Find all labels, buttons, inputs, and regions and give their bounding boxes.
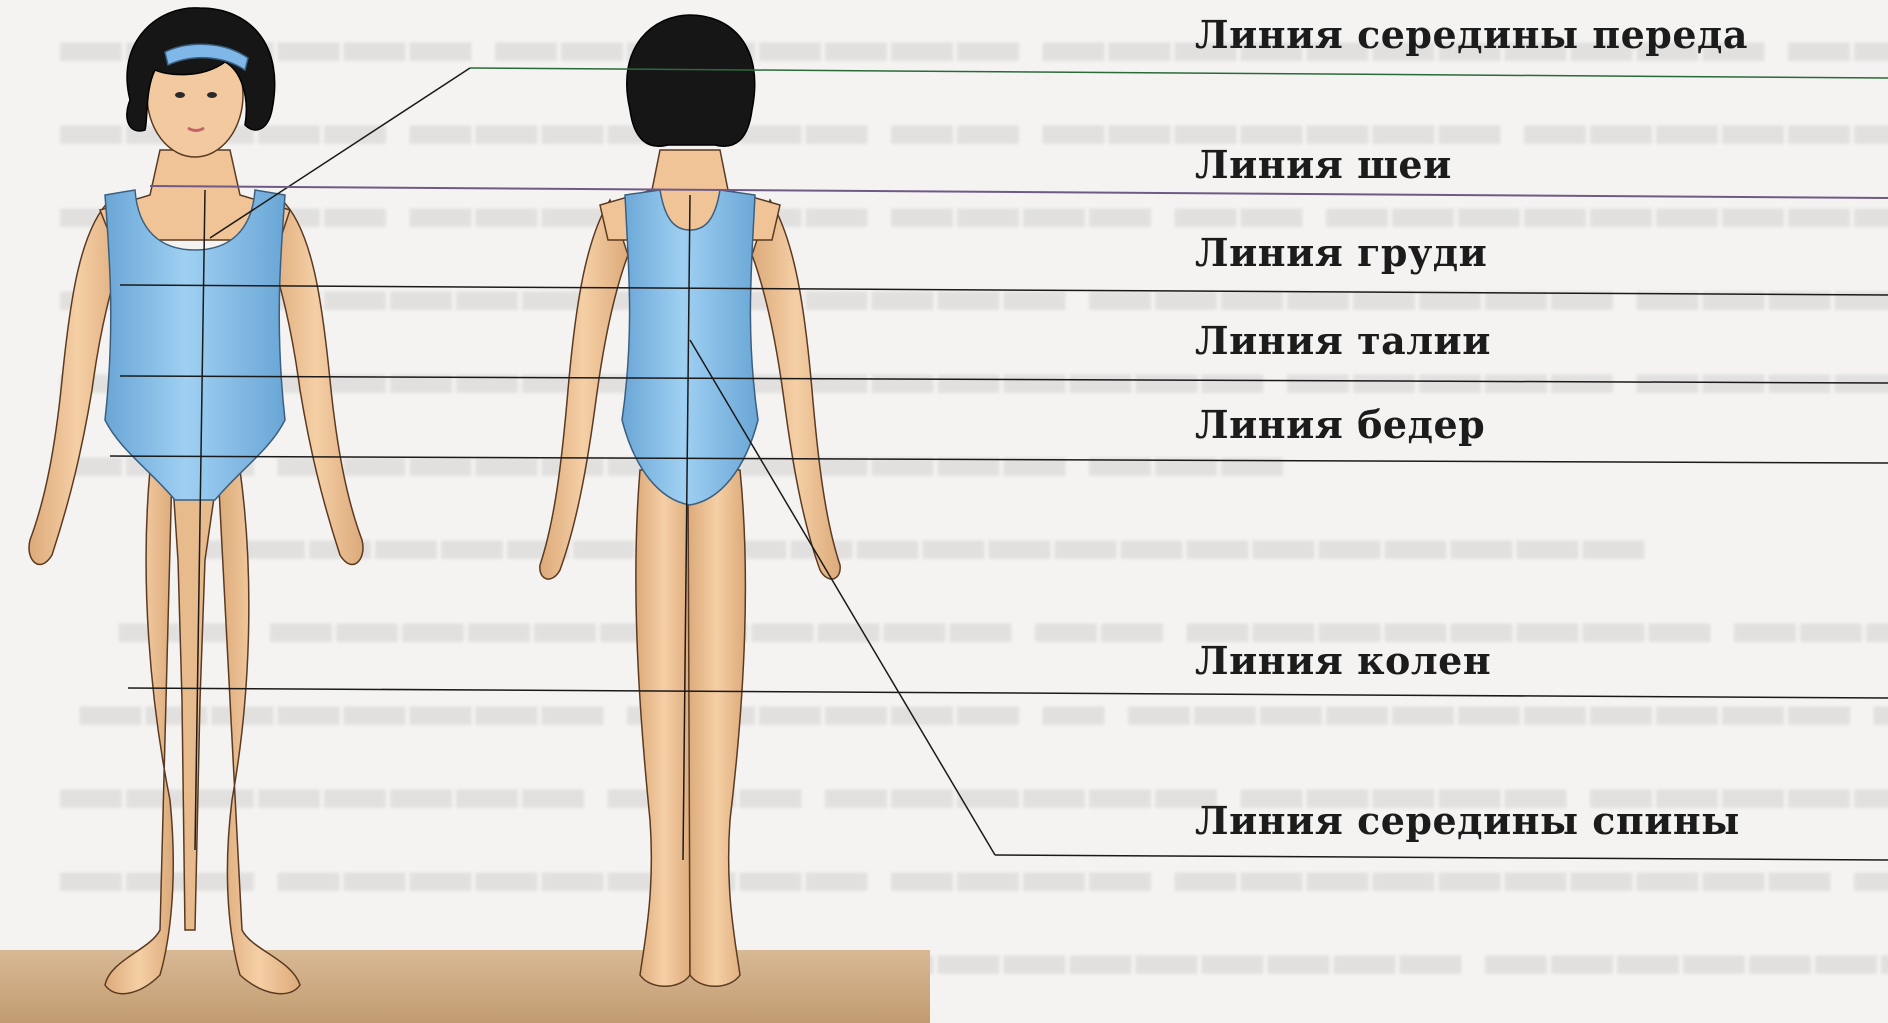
waist-line [120, 376, 1888, 383]
label-knee: Линия колен [1195, 638, 1491, 683]
knee-line [128, 688, 1888, 698]
label-hip: Линия бедер [1195, 402, 1485, 447]
label-neck: Линия шеи [1195, 142, 1452, 187]
hip-line [110, 456, 1888, 463]
front-figure-illustration [29, 8, 363, 994]
back-figure-illustration [540, 15, 840, 986]
label-waist: Линия талии [1195, 318, 1491, 363]
bust-line [120, 285, 1888, 295]
back-center-line-horizontal [995, 855, 1888, 860]
neck-line [150, 186, 1888, 198]
label-front-center: Линия середины переда [1195, 12, 1748, 57]
measurement-lines [110, 68, 1888, 860]
label-back-center: Линия середины спины [1195, 798, 1740, 843]
label-bust: Линия груди [1195, 230, 1487, 275]
